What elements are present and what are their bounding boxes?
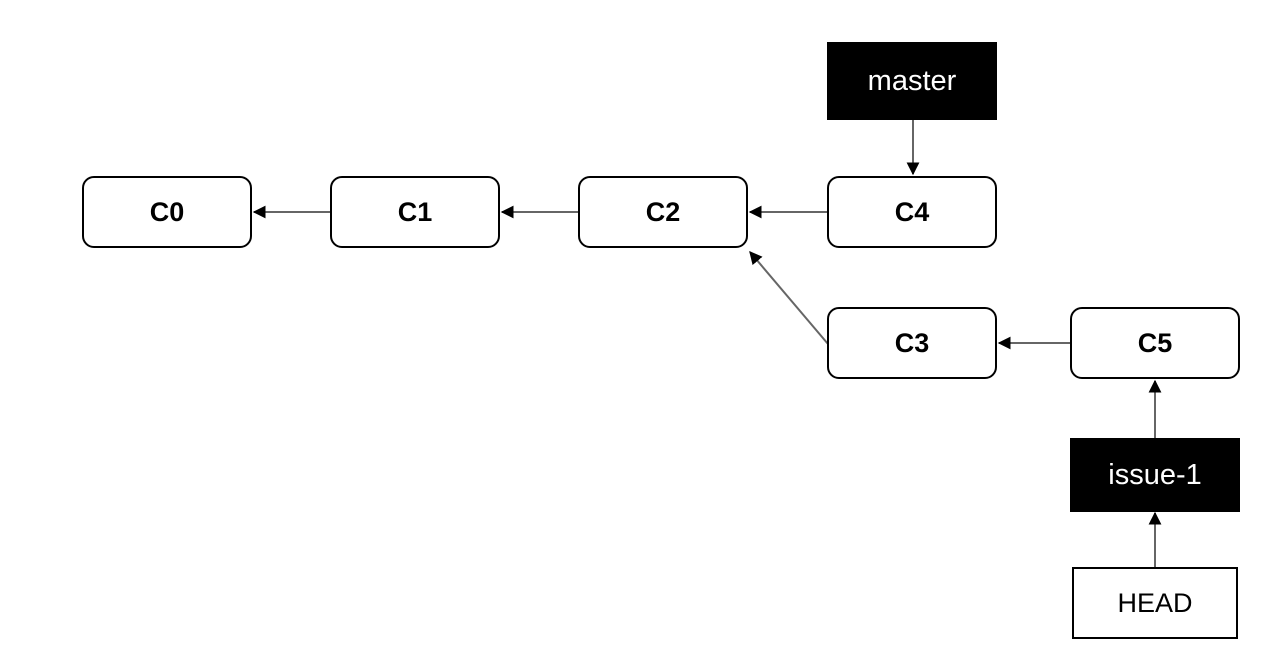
node-label: C4 (894, 196, 930, 227)
commit-node-c5[interactable]: C5 (1070, 307, 1240, 379)
node-label: HEAD (1117, 587, 1193, 618)
node-label: master (867, 64, 957, 97)
branch-label-issue1[interactable]: issue-1 (1070, 438, 1240, 512)
node-label: C1 (397, 196, 433, 227)
node-label: issue-1 (1108, 458, 1202, 491)
commit-node-c3[interactable]: C3 (827, 307, 997, 379)
node-label: C0 (149, 196, 185, 227)
commit-node-c4[interactable]: C4 (827, 176, 997, 248)
commit-node-c2[interactable]: C2 (578, 176, 748, 248)
node-label: C2 (645, 196, 681, 227)
node-label: C5 (1137, 327, 1173, 358)
branch-label-master[interactable]: master (827, 42, 997, 120)
edge-c3-c2 (749, 251, 829, 345)
node-label: C3 (894, 327, 930, 358)
commit-node-c0[interactable]: C0 (82, 176, 252, 248)
pointer-label-head[interactable]: HEAD (1072, 567, 1238, 639)
commit-node-c1[interactable]: C1 (330, 176, 500, 248)
